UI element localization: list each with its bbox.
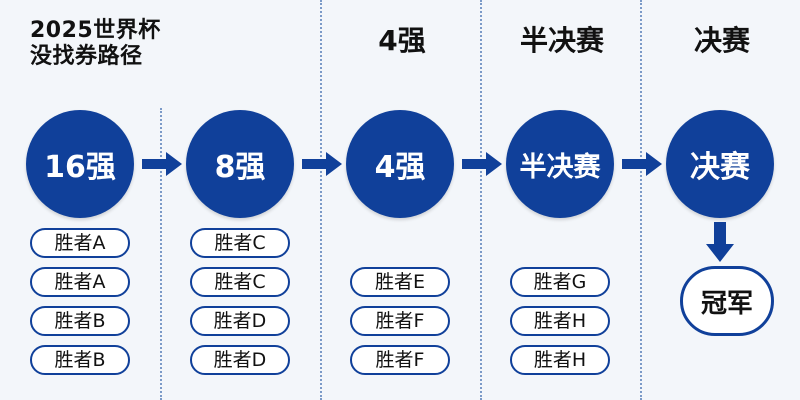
arrow-right-icon bbox=[302, 152, 342, 176]
title-line-1: 2025世界杯 bbox=[30, 18, 161, 43]
slot-pill: 胜者D bbox=[190, 345, 290, 375]
slot-pill: 胜者F bbox=[350, 306, 450, 336]
stage-circle-quarterfinal: 8强 bbox=[186, 110, 294, 218]
header-final: 决赛 bbox=[693, 24, 750, 57]
stage-circle-semifinal-4: 4强 bbox=[346, 110, 454, 218]
stage-circle-final: 决赛 bbox=[666, 110, 774, 218]
arrow-right-icon bbox=[142, 152, 182, 176]
stage-circle-semifinal: 半决赛 bbox=[506, 110, 614, 218]
header-semifinal: 半决赛 bbox=[519, 24, 604, 57]
champion-box: 冠军 bbox=[680, 266, 774, 336]
header-semifinal-4: 4强 bbox=[378, 24, 426, 57]
arrow-down-icon bbox=[706, 222, 734, 262]
slot-pill: 胜者E bbox=[350, 267, 450, 297]
page-title: 2025世界杯 没找券路径 bbox=[30, 18, 161, 70]
slot-pill: 胜者A bbox=[30, 267, 130, 297]
arrow-right-icon bbox=[462, 152, 502, 176]
slot-pill: 胜者A bbox=[30, 228, 130, 258]
slot-pill: 胜者H bbox=[510, 345, 610, 375]
slot-pill: 胜者B bbox=[30, 306, 130, 336]
slot-pill: 胜者B bbox=[30, 345, 130, 375]
arrow-right-icon bbox=[622, 152, 662, 176]
stage-circle-round-of-16: 16强 bbox=[26, 110, 134, 218]
divider-2 bbox=[320, 0, 322, 400]
slot-pill: 胜者D bbox=[190, 306, 290, 336]
slot-pill: 胜者C bbox=[190, 228, 290, 258]
divider-3 bbox=[480, 0, 482, 400]
slot-pill: 胜者C bbox=[190, 267, 290, 297]
divider-4 bbox=[640, 0, 642, 400]
divider-1 bbox=[160, 108, 162, 400]
slot-pill: 胜者G bbox=[510, 267, 610, 297]
title-line-2: 没找券路径 bbox=[30, 44, 143, 69]
slot-pill: 胜者F bbox=[350, 345, 450, 375]
slot-pill: 胜者H bbox=[510, 306, 610, 336]
